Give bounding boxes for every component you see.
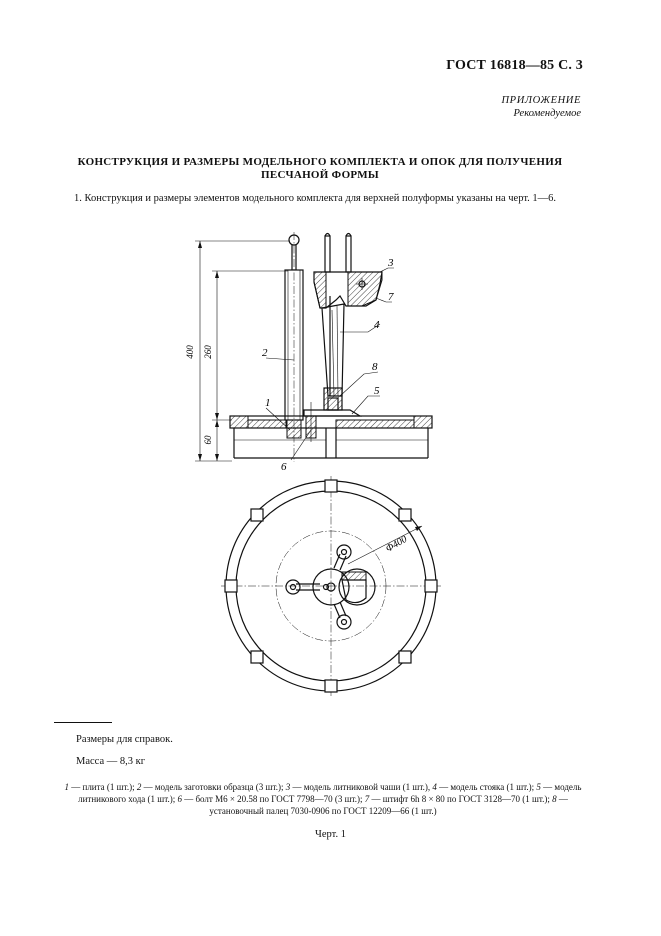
sprue-pins [324, 232, 352, 273]
footnote-divider [54, 722, 112, 723]
dimension-texts: 400 260 60 [185, 345, 213, 445]
appendix-status: Рекомендуемое [513, 108, 581, 119]
callout-3: 3 [387, 257, 394, 269]
callout-2: 2 [262, 347, 268, 359]
callout-7: 7 [388, 291, 394, 303]
legend-item-number: 2 [136, 782, 142, 792]
legend-item-number: 7 [364, 794, 370, 804]
callout-8: 8 [372, 361, 378, 373]
legend-item-text: — модель литникового хода (1 шт.); [78, 782, 582, 804]
diameter-dimension: Φ400 [347, 525, 423, 565]
intro-paragraph: 1. Конструкция и размеры элементов модел… [74, 193, 556, 204]
plan-view: Φ400 [221, 476, 441, 696]
dimension-lines [195, 240, 290, 462]
mass-note: Масса — 8,3 кг [76, 756, 146, 767]
dim-total-height: 400 [185, 345, 195, 359]
section-title-line-1: КОНСТРУКЦИЯ И РАЗМЕРЫ МОДЕЛЬНОГО КОМПЛЕК… [77, 156, 563, 168]
sample-bosses [285, 544, 352, 630]
pouring-cup [313, 271, 383, 309]
legend-item-number: 6 [177, 794, 182, 804]
parts-legend: 1 — плита (1 шт.); 2 — модель заготовки … [60, 781, 586, 817]
legend-item-number: 5 [536, 782, 541, 792]
callout-numbers: 1 2 3 4 5 6 7 8 [262, 257, 394, 473]
dim-column-height: 260 [203, 345, 213, 359]
section-title: КОНСТРУКЦИЯ И РАЗМЕРЫ МОДЕЛЬНОГО КОМПЛЕК… [60, 156, 580, 182]
legend-item-text: — штифт 6h 8 × 80 по ГОСТ 3128—70 (1 шт.… [369, 794, 553, 804]
legend-item-text: — болт М6 × 20.58 по ГОСТ 7798—70 (3 шт.… [181, 794, 365, 804]
figure-caption: Черт. 1 [315, 829, 346, 840]
runner-and-locating-pin [303, 387, 363, 442]
legend-item-number: 3 [285, 782, 291, 792]
dim-base-height: 60 [203, 435, 213, 445]
legend-item-text: — плита (1 шт.); [69, 782, 137, 792]
central-hub [312, 568, 376, 606]
callout-6: 6 [281, 461, 287, 473]
legend-item-number: 4 [432, 782, 437, 792]
appendix-title: ПРИЛОЖЕНИЕ [501, 95, 581, 106]
legend-item-text: — установочный палец 7030-0906 по ГОСТ 1… [209, 794, 568, 816]
callout-4: 4 [374, 319, 380, 331]
base-plate [229, 415, 433, 459]
reference-note: Размеры для справок. [76, 734, 173, 745]
dim-diameter: Φ400 [384, 534, 409, 555]
legend-item-text: — модель стояка (1 шт.); [436, 782, 537, 792]
section-title-line-2: ПЕСЧАНОЙ ФОРМЫ [260, 169, 380, 181]
rim-notches [224, 479, 438, 693]
legend-item-text: — модель литниковой чаши (1 шт.), [290, 782, 433, 792]
callout-1: 1 [265, 397, 271, 409]
callout-leaders [265, 267, 394, 461]
legend-item-number: 1 [64, 782, 70, 792]
legend-item-text: — модель заготовки образца (3 шт.); [141, 782, 286, 792]
document-header: ГОСТ 16818—85 С. 3 [446, 58, 583, 73]
riser-model [321, 296, 345, 397]
sample-model-column [284, 232, 304, 462]
callout-5: 5 [374, 385, 380, 397]
appendix-label: ПРИЛОЖЕНИЕ Рекомендуемое [502, 94, 582, 120]
section-view: 400 260 60 1 2 3 4 5 6 7 8 [185, 232, 433, 473]
legend-item-number: 8 [552, 794, 557, 804]
